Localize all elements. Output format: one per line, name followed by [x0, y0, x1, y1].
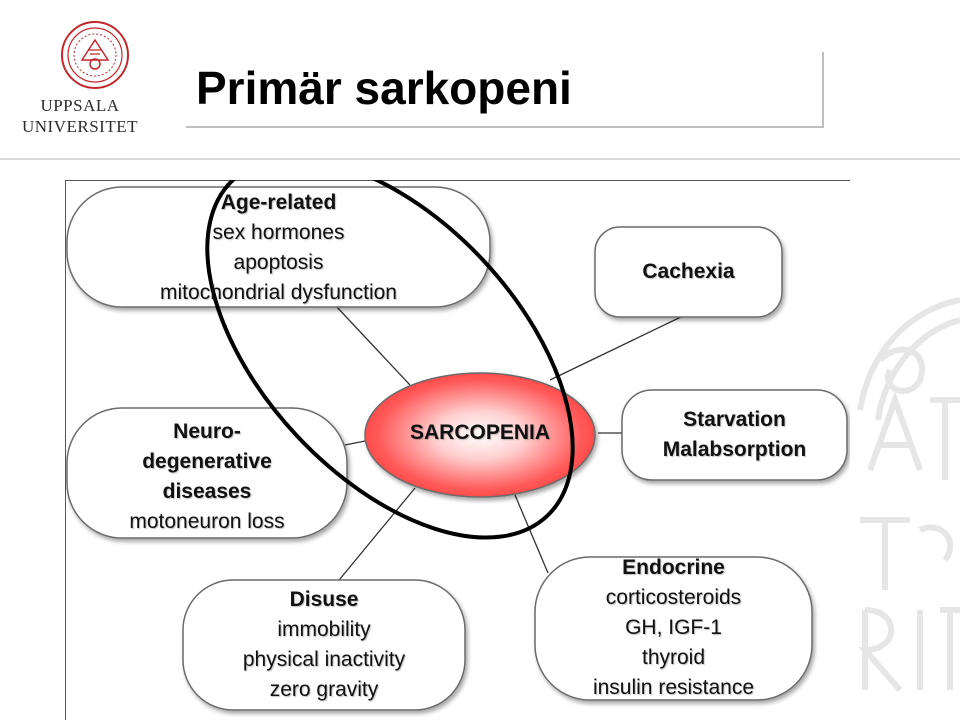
center-label-text: SARCOPENIA: [409, 421, 551, 444]
node-starvation-heading-line: Malabsorption: [662, 438, 807, 461]
connector-endocrine: [514, 494, 549, 574]
university-name-line-1: UPPSALA: [40, 96, 120, 115]
uppsala-university-logo: UPPSALA UNIVERSITET: [20, 20, 140, 140]
node-age-related-line: mitochondrial dysfunction: [160, 281, 397, 304]
node-disuse: Disuse immobility physical inactivity ze…: [183, 585, 465, 705]
seal-watermark: [857, 297, 960, 692]
university-name-line-2: UNIVERSITET: [22, 117, 138, 136]
node-box-starvation: [621, 389, 848, 481]
node-disuse-heading: Disuse: [289, 588, 359, 611]
slide-title: Primär sarkopeni: [196, 62, 572, 114]
node-age-related-heading: Age-related: [220, 191, 337, 214]
node-endocrine-line: GH, IGF-1: [625, 616, 722, 639]
connector-cachexia: [549, 314, 686, 381]
node-neuro-heading-line: diseases: [162, 480, 252, 503]
sarcopenia-diagram: [65, 180, 850, 720]
node-disuse-line: physical inactivity: [242, 648, 406, 671]
connector-disuse: [334, 487, 416, 586]
node-endocrine: Endocrine corticosteroids GH, IGF-1 thyr…: [535, 553, 812, 703]
node-box-disuse: [182, 579, 466, 711]
university-name: UPPSALA UNIVERSITET: [20, 95, 140, 137]
node-disuse-line: immobility: [277, 618, 371, 641]
node-box-endocrine: [534, 556, 813, 701]
node-endocrine-heading: Endocrine: [622, 556, 725, 579]
node-box-age-related: [66, 186, 491, 308]
node-cachexia-heading: Cachexia: [642, 260, 735, 283]
node-starvation: Starvation Malabsorption: [622, 405, 847, 465]
node-starvation-heading-line: Starvation: [683, 408, 786, 431]
node-endocrine-line: corticosteroids: [605, 586, 742, 609]
sarcopenia-ellipse: [364, 372, 596, 498]
node-age-related-line: sex hormones: [212, 221, 345, 244]
node-neuro-heading-line: degenerative: [142, 450, 272, 473]
node-neuro-heading-line: Neuro-: [173, 420, 241, 443]
title-frame: [186, 52, 824, 128]
node-cachexia: Cachexia: [595, 257, 782, 287]
center-label: SARCOPENIA: [365, 418, 595, 448]
node-box-cachexia: [594, 226, 783, 318]
node-neuro-line: motoneuron loss: [129, 510, 285, 533]
university-seal-icon: [61, 21, 129, 89]
node-box-neuro: [66, 407, 348, 539]
node-endocrine-line: thyroid: [641, 646, 706, 669]
slide-header: UPPSALA UNIVERSITET Primär sarkopeni: [0, 0, 960, 160]
node-neuro: Neuro- degenerative diseases motoneuron …: [67, 417, 347, 537]
header-divider: [0, 158, 960, 160]
node-endocrine-line: insulin resistance: [592, 676, 755, 699]
node-age-related-line: apoptosis: [233, 251, 324, 274]
connector-age-related: [334, 304, 411, 386]
highlight-oval: [205, 180, 575, 540]
node-disuse-line: zero gravity: [269, 678, 379, 701]
node-age-related: Age-related sex hormones apoptosis mitoc…: [67, 188, 490, 308]
